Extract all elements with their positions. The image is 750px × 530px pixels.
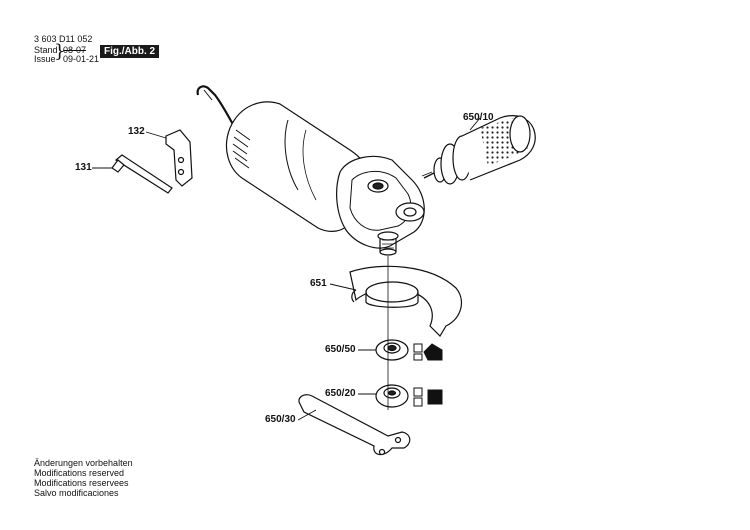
- header-brace: }: [54, 41, 66, 62]
- callout-650-20: 650/20: [325, 388, 356, 399]
- pin-spanner: [298, 394, 411, 456]
- callout-650-10: 650/10: [463, 112, 494, 123]
- part-number: 3 603 D11 052: [34, 34, 93, 44]
- clamping-nut: [375, 384, 409, 408]
- footer-line-de: Änderungen vorbehalten: [34, 458, 133, 468]
- flange-orientation-symbol: [413, 343, 443, 361]
- nut-orientation-symbol: [413, 387, 443, 407]
- callout-132: 132: [128, 126, 145, 137]
- side-handle: [423, 115, 536, 185]
- stand-label: Stand: [34, 45, 58, 55]
- figure-badge: Fig./Abb. 2: [100, 45, 160, 58]
- inner-flange: [375, 339, 409, 361]
- hex-key: [114, 154, 173, 194]
- callout-650-50: 650/50: [325, 344, 356, 355]
- callout-650-30: 650/30: [265, 414, 296, 425]
- power-cord: [196, 85, 235, 127]
- leader-132: [145, 131, 167, 139]
- issue-label: Issue: [34, 54, 56, 64]
- callout-651: 651: [310, 278, 327, 289]
- issue-date: 09-01-21: [63, 54, 100, 64]
- leader-650-30: [297, 409, 317, 421]
- stand-date: 08-07: [63, 45, 87, 55]
- footer-line-fr: Modifications reservees: [34, 478, 129, 488]
- leader-651: [329, 283, 357, 291]
- wheel-guard: [349, 265, 463, 337]
- callout-131: 131: [75, 162, 92, 173]
- footer-line-es: Salvo modificaciones: [34, 488, 119, 498]
- footer-notes: Änderungen vorbehalten Modifications res…: [34, 458, 133, 498]
- leader-650-10: [469, 117, 481, 131]
- footer-line-en: Modifications reserved: [34, 468, 125, 478]
- angle-grinder-body: [225, 101, 425, 256]
